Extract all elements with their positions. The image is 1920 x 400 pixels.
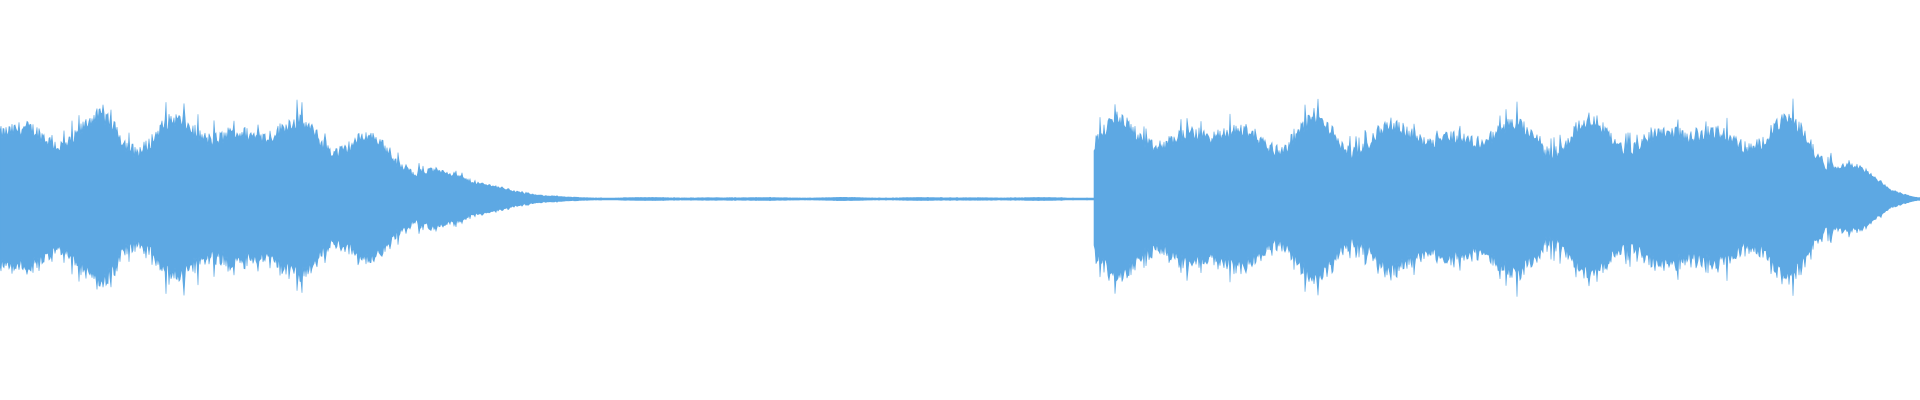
waveform-clip-2 [1093,98,1920,297]
waveform-clip-1 [0,99,1095,296]
